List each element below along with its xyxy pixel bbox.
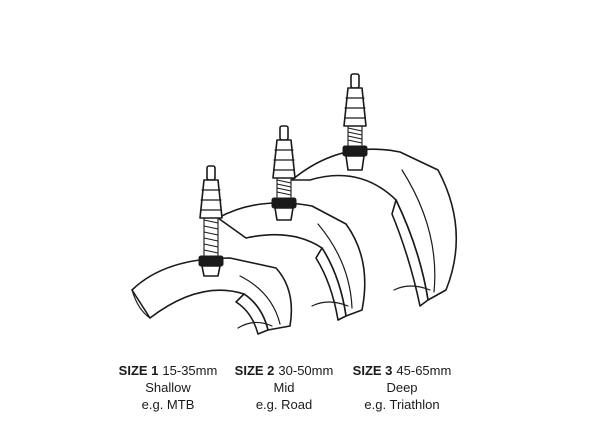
rim-valve-illustration	[131, 73, 458, 335]
size-range: 15-35mm	[162, 363, 218, 378]
size-range: 30-50mm	[278, 363, 334, 378]
rim-section-deep	[291, 148, 458, 307]
valve-icon	[271, 125, 297, 221]
size-example: e.g. Triathlon	[364, 397, 440, 412]
size-label: SIZE 3	[352, 363, 393, 378]
size-depth: Mid	[273, 380, 295, 395]
size-depth: Shallow	[145, 380, 191, 395]
size-depth: Deep	[386, 380, 418, 395]
valve-icon	[342, 73, 368, 171]
size-example: e.g. Road	[255, 397, 313, 412]
rim-section-shallow	[131, 257, 293, 335]
size-label: SIZE 1	[118, 363, 159, 378]
size-example: e.g. MTB	[141, 397, 195, 412]
size-label: SIZE 2	[234, 363, 275, 378]
size-range: 45-65mm	[396, 363, 452, 378]
valve-icon	[198, 165, 224, 277]
